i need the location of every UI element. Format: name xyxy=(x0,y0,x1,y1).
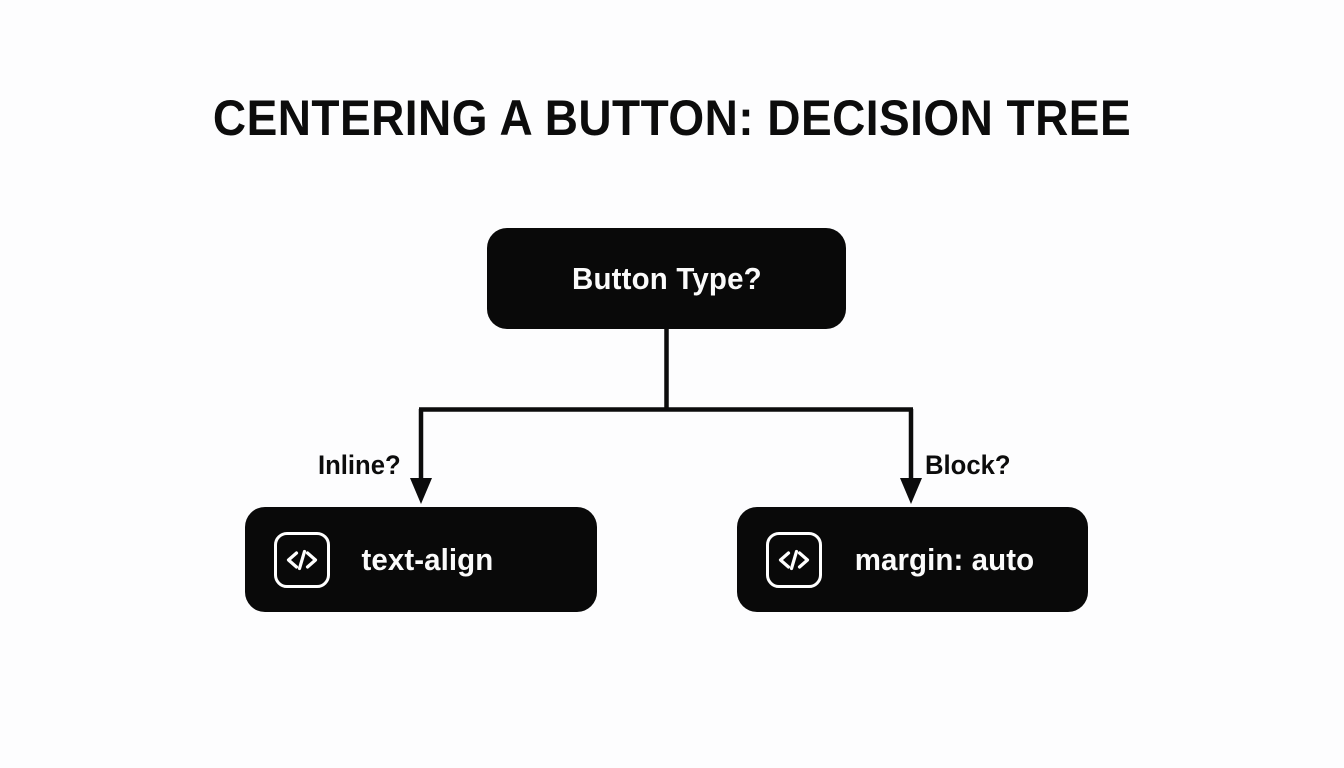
outcome-node-label: margin: auto xyxy=(854,541,1035,577)
outcome-node-text-align[interactable]: text-align xyxy=(245,507,597,612)
outcome-node-margin-auto[interactable]: margin: auto xyxy=(737,507,1088,612)
arrowhead-right xyxy=(900,478,922,504)
decision-node-button-type[interactable]: Button Type? xyxy=(487,228,846,329)
code-icon xyxy=(766,531,822,588)
page-title: CENTERING A BUTTON: DECISION TREE xyxy=(212,90,1132,146)
decision-node-label: Button Type? xyxy=(571,260,762,296)
branch-label-inline: Inline? xyxy=(318,450,401,480)
code-icon xyxy=(274,531,330,588)
outcome-node-label: text-align xyxy=(361,541,494,577)
arrowhead-left xyxy=(410,478,432,504)
branch-label-block: Block? xyxy=(925,450,1011,480)
